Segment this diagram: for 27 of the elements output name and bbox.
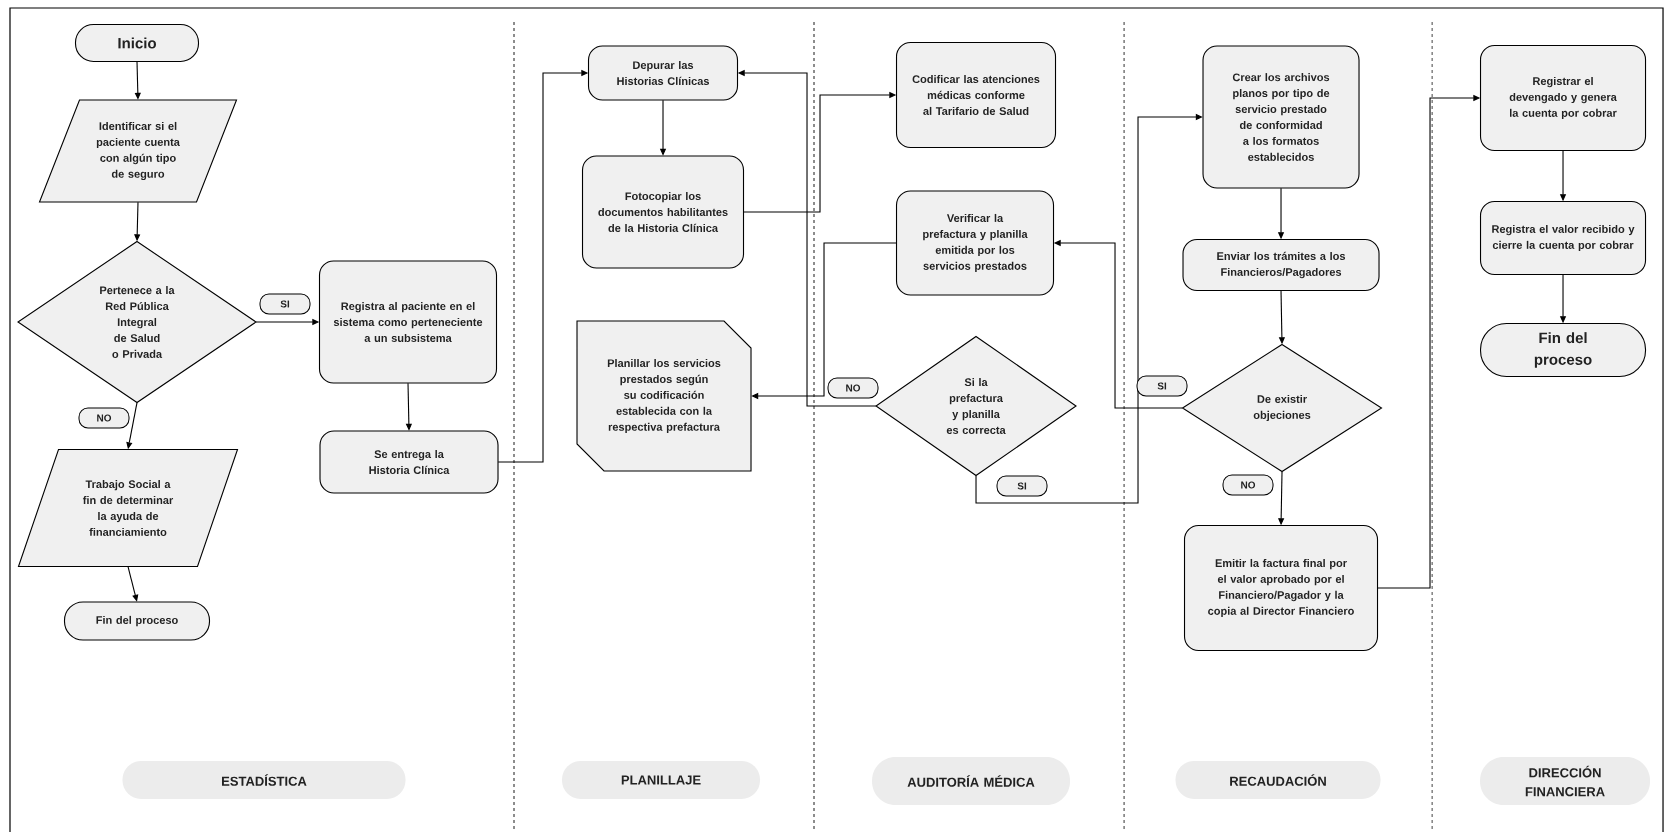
- edge-label: NO: [78, 407, 130, 429]
- process-box: Se entrega la Historia Clínica: [319, 430, 499, 494]
- process-box: Codificar las atenciones médicas conforme al Tarifario de Salud: [895, 41, 1057, 149]
- edge-label: SI: [259, 293, 311, 315]
- lane-label: ESTADÍSTICA: [122, 761, 406, 799]
- lane-label: DIRECCIÓN FINANCIERA: [1480, 757, 1650, 805]
- end-terminal: Fin del proceso: [1479, 322, 1647, 378]
- process-box: Registrar el devengado y genera la cuenta por cobrar: [1479, 44, 1647, 152]
- lane-label: AUDITORÍA MÉDICA: [872, 757, 1070, 805]
- edge-label: SI: [1136, 375, 1188, 397]
- lane-label: RECAUDACIÓN: [1175, 761, 1381, 799]
- edge-label: SI: [996, 475, 1048, 497]
- process-box: Fotocopiar los documentos habilitantes de la Historia Clínica: [581, 155, 745, 269]
- edge-label: NO: [827, 377, 879, 399]
- input-parallelogram: Identificar si el paciente cuenta con algún tipo de seguro: [38, 99, 238, 203]
- lane-label: PLANILLAJE: [562, 761, 760, 799]
- process-box: Registra al paciente en el sistema como perteneciente a un subsistema: [318, 260, 498, 384]
- process-box: Emitir la factura final por el valor aprobado por el Financiero/Pagador y la copia al Director Financiero: [1183, 524, 1379, 652]
- process-box: Enviar los trámites a los Financieros/Pagadores: [1182, 238, 1380, 292]
- process-box: Crear los archivos planos por tipo de servicio prestado de conformidad a los formatos establecidos: [1202, 45, 1360, 189]
- input-parallelogram: Trabajo Social a fin de determinar la ayuda de financiamiento: [17, 448, 239, 568]
- end-terminal: Fin del proceso: [63, 601, 211, 641]
- edge-label: NO: [1222, 474, 1274, 496]
- process-box: Verificar la prefactura y planilla emitida por los servicios prestados: [895, 190, 1055, 296]
- process-box: Depurar las Historias Clínicas: [587, 45, 739, 101]
- start-terminal: Inicio: [74, 23, 200, 63]
- process-box: Registra el valor recibido y cierre la cuenta por cobrar: [1479, 200, 1647, 276]
